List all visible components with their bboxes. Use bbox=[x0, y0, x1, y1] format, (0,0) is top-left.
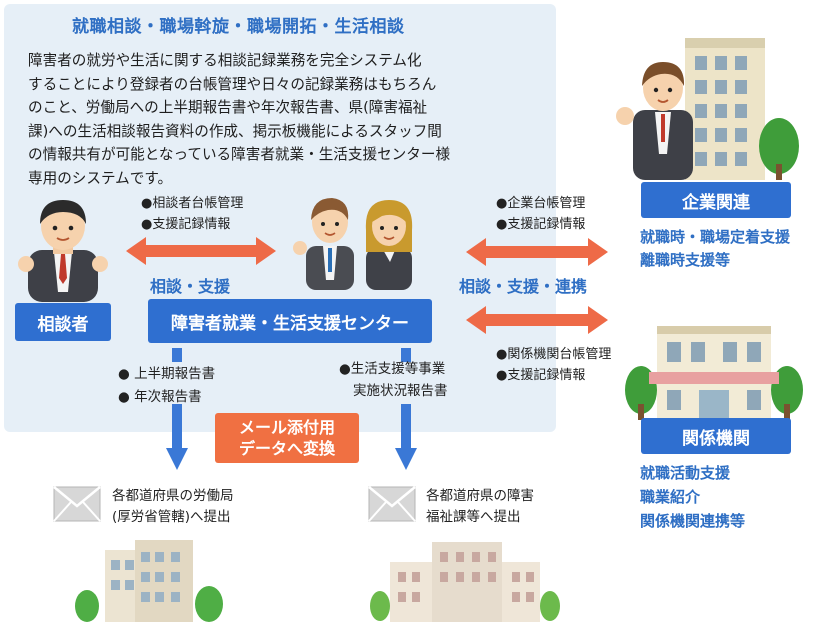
destination-line: 福祉課等へ提出 bbox=[426, 509, 521, 525]
list-item: 就職活動支援 bbox=[640, 464, 731, 482]
list-item: ● 上半期報告書 bbox=[118, 366, 216, 382]
welfare-report-down-arrow bbox=[395, 348, 417, 470]
description-line: 障害者の就労や生活に関する相談記録業務を完全システム化 bbox=[28, 52, 422, 69]
consultee-center-arrow bbox=[126, 237, 276, 265]
list-item: 就職時・職場定着支援 bbox=[640, 228, 791, 246]
list-item: ● 年次報告書 bbox=[118, 389, 202, 405]
convert-label-line: メール添付用 bbox=[238, 418, 335, 437]
center-company-arrow bbox=[466, 238, 608, 266]
list-item: 関係機関連携等 bbox=[640, 512, 746, 530]
list-item: ●支援記録情報 bbox=[141, 217, 231, 232]
welfare-department-building-icon bbox=[370, 542, 560, 622]
company-box: 企業関連 bbox=[641, 182, 791, 218]
destination-line: (厚労省管轄)へ提出 bbox=[112, 509, 231, 525]
list-item: 離職時支援等 bbox=[640, 251, 731, 269]
description-line: の情報共有が可能となっている障害者就業・生活支援センター様 bbox=[28, 146, 451, 163]
agency-services-list: 就職活動支援 職業紹介 関係機関連携等 bbox=[640, 461, 745, 533]
list-item: 職業紹介 bbox=[640, 488, 701, 506]
center-staff-icon bbox=[293, 198, 413, 290]
center-box: 障害者就業・生活支援センター bbox=[148, 299, 432, 343]
list-item: ●企業台帳管理 bbox=[496, 196, 586, 211]
labor-bureau-destination: 各都道府県の労働局 (厚労省管轄)へ提出 bbox=[112, 486, 234, 528]
envelope-icon bbox=[53, 486, 101, 522]
consultation-support-label: 相談・支援 bbox=[150, 277, 231, 296]
welfare-report-list: ●生活支援等事業 実施状況報告書 bbox=[339, 358, 448, 402]
convert-label-line: データへ変換 bbox=[238, 439, 335, 458]
list-item: ●生活支援等事業 bbox=[339, 361, 446, 377]
consultee-box: 相談者 bbox=[15, 303, 111, 341]
list-item: ●支援記録情報 bbox=[496, 368, 586, 383]
list-item: ●関係機関台帳管理 bbox=[496, 347, 612, 362]
list-item: ●支援記録情報 bbox=[496, 217, 586, 232]
center-agency-arrow bbox=[466, 306, 608, 334]
list-item: ●相談者台帳管理 bbox=[141, 196, 244, 211]
agency-data-list: ●関係機関台帳管理 ●支援記録情報 bbox=[496, 344, 611, 386]
description-line: 課)への生活相談報告資料の作成、掲示板機能によるスタッフ間 bbox=[28, 122, 442, 140]
company-services-list: 就職時・職場定着支援 離職時支援等 bbox=[640, 226, 790, 272]
labor-report-list: ● 上半期報告書 ● 年次報告書 bbox=[118, 363, 215, 409]
description-text: 障害者の就労や生活に関する相談記録業務を完全システム化 することにより登録者の台… bbox=[28, 49, 548, 190]
agency-building-icon bbox=[625, 326, 803, 420]
agency-box: 関係機関 bbox=[641, 418, 791, 454]
consultation-support-cooperation-label: 相談・支援・連携 bbox=[459, 277, 588, 296]
envelope-icon bbox=[368, 486, 416, 522]
company-building-icon bbox=[616, 38, 799, 180]
labor-report-down-arrow bbox=[166, 348, 188, 470]
description-panel bbox=[4, 4, 556, 432]
destination-line: 各都道府県の障害 bbox=[426, 488, 534, 504]
page-heading: 就職相談・職場斡旋・職場開拓・生活相談 bbox=[72, 17, 405, 37]
company-data-list: ●企業台帳管理 ●支援記録情報 bbox=[496, 193, 585, 235]
consultee-data-list: ●相談者台帳管理 ●支援記録情報 bbox=[141, 193, 243, 235]
welfare-department-destination: 各都道府県の障害 福祉課等へ提出 bbox=[426, 486, 534, 528]
labor-bureau-building-icon bbox=[75, 540, 223, 622]
convert-data-label: メール添付用 データへ変換 bbox=[215, 413, 359, 463]
description-line: 専用のシステムです。 bbox=[28, 169, 173, 187]
list-item: 実施状況報告書 bbox=[353, 383, 448, 399]
description-line: のこと、労働局への上半期報告書や年次報告書、県(障害福祉 bbox=[28, 99, 428, 116]
description-line: することにより登録者の台帳管理や日々の記録業務はもちろん bbox=[28, 75, 437, 93]
destination-line: 各都道府県の労働局 bbox=[112, 488, 234, 504]
consultee-person-icon bbox=[18, 200, 108, 302]
